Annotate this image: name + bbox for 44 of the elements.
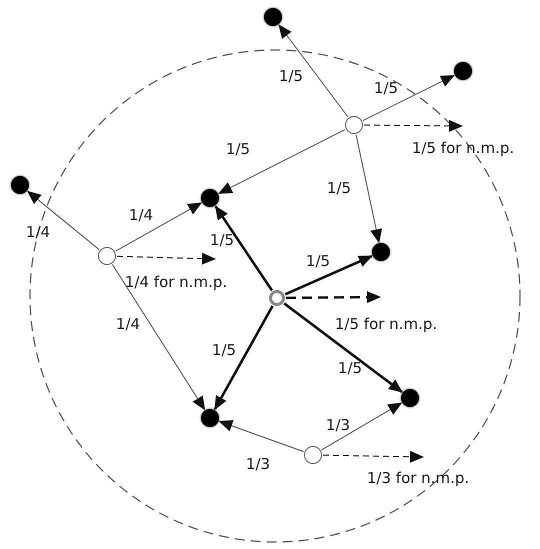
arrow <box>362 74 455 122</box>
arrow <box>214 205 274 292</box>
filled-node-circle <box>454 62 472 80</box>
arrow <box>278 24 348 118</box>
edge-label: 1/3 <box>326 416 350 434</box>
dashed-arrow <box>364 120 463 132</box>
arrow <box>218 420 304 452</box>
filled-node-circle <box>201 189 219 207</box>
filled-node-circle <box>372 243 390 261</box>
filled-node-circle <box>401 389 419 407</box>
hollow-node-circle <box>98 247 116 265</box>
edge-label: 1/3 <box>246 456 270 472</box>
edge-label: 1/4 <box>128 206 154 224</box>
edge-label: 1/5 <box>306 252 330 270</box>
edge-label: 1/5 <box>374 80 398 96</box>
filled-node-circle <box>264 8 282 26</box>
edge-label: 1/5 <box>326 180 352 196</box>
edge-label: 1/3 for n.m.p. <box>366 470 470 486</box>
arrow <box>112 264 206 410</box>
dashed-arrow <box>322 450 424 463</box>
arrow <box>321 402 402 450</box>
hollow-node-circle <box>304 446 322 464</box>
dashed-arrow <box>286 291 381 304</box>
arrow <box>218 129 346 194</box>
edge-label: 1/4 for n.m.p. <box>124 274 228 290</box>
arrow <box>214 305 274 410</box>
edge-label: 1/5 <box>210 232 234 248</box>
dashed-arrow <box>116 252 216 265</box>
edge-label: 1/5 <box>278 68 304 84</box>
edge-label: 1/5 <box>338 360 362 376</box>
hollow-node-circle <box>345 116 363 134</box>
edge-label: 1/5 for n.m.p. <box>412 140 514 156</box>
edge-label: 1/5 <box>226 140 250 158</box>
arrow <box>284 254 373 296</box>
arrow <box>356 134 382 244</box>
edge-label: 1/4 <box>116 316 140 332</box>
arrow <box>283 302 403 394</box>
edge-label: 1/5 <box>212 342 236 358</box>
edge-label: 1/5 for n.m.p. <box>334 316 438 332</box>
arrow <box>26 190 100 250</box>
filled-node-circle <box>201 409 219 427</box>
hollow-node-circle <box>269 290 285 306</box>
arrow <box>115 202 202 252</box>
filled-node-circle <box>11 176 29 194</box>
